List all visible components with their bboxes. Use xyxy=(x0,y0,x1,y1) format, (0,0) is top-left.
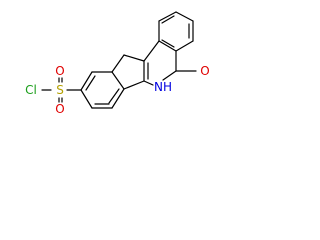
atom-nh: NH xyxy=(154,80,172,94)
atom-o-bottom: O xyxy=(55,102,64,116)
bonds xyxy=(41,11,197,109)
bond xyxy=(175,11,194,22)
atom-cl: Cl xyxy=(25,83,37,97)
atom-o-top: O xyxy=(55,64,64,78)
atom-labels: Cl S O O NH O xyxy=(25,64,210,116)
bond xyxy=(123,80,145,90)
bond xyxy=(85,75,96,91)
bond xyxy=(80,71,93,91)
bond xyxy=(111,54,125,73)
bond xyxy=(161,15,175,24)
bond xyxy=(108,88,120,104)
atom-o-carbonyl: O xyxy=(200,64,209,78)
bond xyxy=(158,40,177,52)
bond xyxy=(162,70,177,81)
bond xyxy=(111,71,125,90)
bond xyxy=(143,40,160,62)
bond xyxy=(175,40,194,52)
bond xyxy=(161,39,175,48)
atom-s: S xyxy=(56,83,64,97)
bond xyxy=(143,80,154,86)
bond xyxy=(158,11,177,22)
bond xyxy=(111,88,125,109)
bond xyxy=(80,89,93,109)
molecule-structure: Cl S O O NH O xyxy=(25,11,210,116)
bond xyxy=(123,54,145,62)
